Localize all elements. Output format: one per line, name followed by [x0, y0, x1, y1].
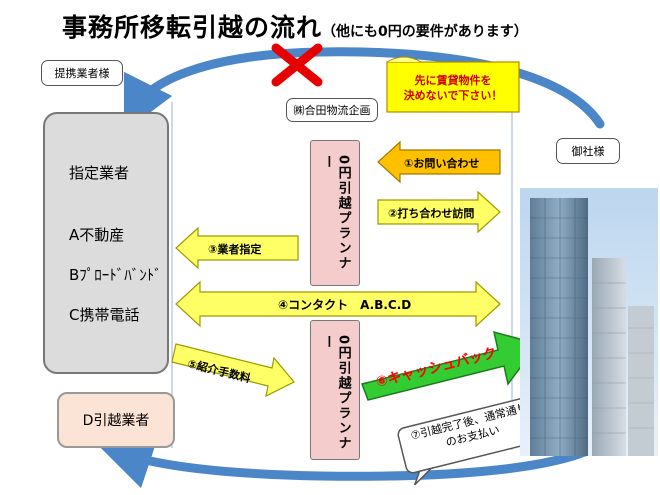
moving-company-label: D引越業者 [82, 413, 150, 429]
moving-company-box: D引越業者 [57, 392, 175, 448]
client-callout: 御社様 [556, 138, 620, 164]
designated-vendors-panel: 指定業者 A不動産 Bﾌﾟﾛｰﾄﾞﾊﾞﾝﾄﾞ C携帯電話 [43, 112, 169, 374]
top-flow-arc [123, 47, 605, 133]
page-title: 事務所移転引越の流れ（他にも0円の要件があります） [62, 8, 528, 44]
vendors-heading: 指定業者 [69, 164, 130, 182]
vendor-a: A不動産 [69, 226, 125, 244]
step-designation-label: ③業者指定 [208, 243, 262, 256]
sticky-note [386, 56, 520, 113]
vendor-b: Bﾌﾟﾛｰﾄﾞﾊﾞﾝﾄﾞ [69, 266, 162, 284]
step-inquiry-label: ①お問い合わせ [404, 157, 480, 170]
company-label: ㈱合田物流企画 [293, 104, 371, 117]
title-sub: （他にも0円の要件があります） [322, 24, 528, 40]
arrow-inquiry [377, 140, 501, 184]
arrow-contact [175, 280, 501, 328]
arrow-designation [175, 226, 299, 270]
partner-label: 提携業者様 [54, 67, 110, 80]
office-building-image [520, 188, 658, 456]
planner-top-label: 0円引越プランナー [320, 155, 351, 272]
planner-top: 0円引越プランナー [310, 140, 360, 286]
company-callout: ㈱合田物流企画 [286, 98, 378, 122]
client-label: 御社様 [571, 145, 605, 158]
vendor-c: C携帯電話 [69, 306, 140, 324]
partner-callout: 提携業者様 [41, 60, 123, 86]
planner-bottom: 0円引越プランナー [310, 320, 360, 460]
arrow-visit [377, 190, 501, 234]
sticky-note-text: 先に賃貸物件を 決めないで下さい！ [390, 74, 516, 104]
planner-bottom-label: 0円引越プランナー [320, 335, 351, 452]
arrow-referral [171, 343, 295, 398]
step-contact-label: ④コンタクト A.B.C.D [278, 298, 412, 312]
title-main: 事務所移転引越の流れ [62, 13, 323, 42]
sticky-note-line2: 決めないで下さい！ [403, 88, 503, 102]
sticky-note-line1: 先に賃貸物件を [414, 74, 492, 87]
step-visit-label: ②打ち合わせ訪問 [388, 207, 475, 220]
red-cross-icon [271, 43, 323, 87]
